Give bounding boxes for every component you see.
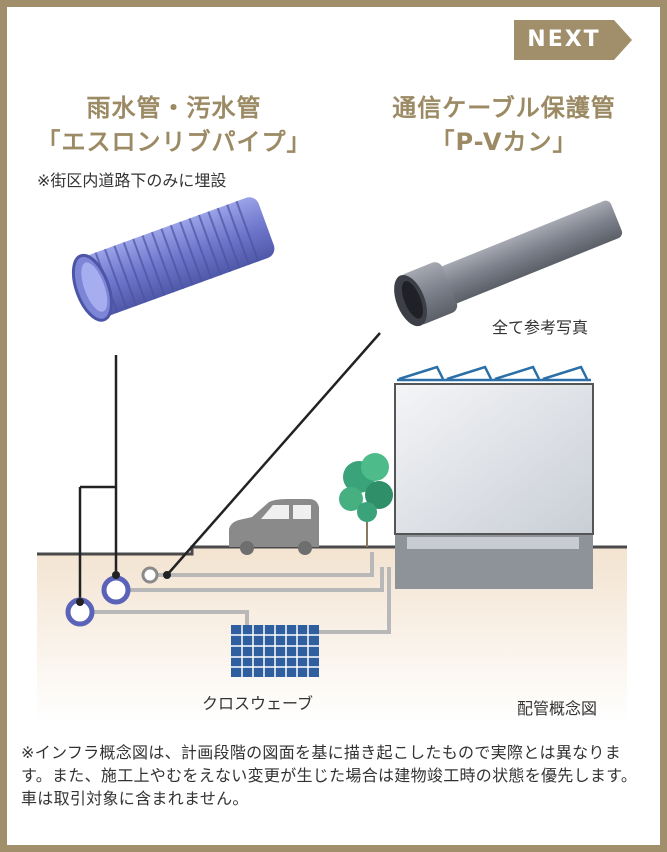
- next-button-label: NEXT: [514, 20, 614, 60]
- building: [395, 367, 593, 589]
- crosswave-grid: [231, 625, 319, 677]
- ribbed-pipe-photo: [66, 193, 278, 326]
- sewer-pipe-section: [104, 578, 128, 602]
- tree: [339, 453, 393, 547]
- disclaimer-text: ※インフラ概念図は、計画段階の図面を基に描き起こしたもので実際とは異なります。ま…: [21, 741, 649, 810]
- diagram-caption: 配管概念図: [517, 695, 597, 719]
- left-product-title-line2: 「エスロンリブパイプ」: [29, 125, 319, 159]
- left-product-title-line1: 雨水管・汚水管: [29, 91, 319, 125]
- crosswave-label: クロスウェーブ: [202, 690, 313, 714]
- next-button[interactable]: NEXT: [514, 20, 632, 60]
- solar-panels: [397, 367, 591, 380]
- right-product-title: 通信ケーブル保護管 「P-Vカン」: [359, 91, 649, 159]
- left-product-title: 雨水管・汚水管 「エスロンリブパイプ」: [29, 91, 319, 159]
- pv-pipe-photo: [387, 192, 626, 330]
- right-product-title-line1: 通信ケーブル保護管: [359, 91, 649, 125]
- left-product-note: ※街区内道路下のみに埋設: [37, 167, 226, 191]
- photo-note: 全て参考写真: [492, 314, 588, 338]
- pv-pipe-section: [143, 568, 157, 582]
- right-product-title-line2: 「P-Vカン」: [359, 125, 649, 159]
- car-silhouette: [229, 499, 319, 555]
